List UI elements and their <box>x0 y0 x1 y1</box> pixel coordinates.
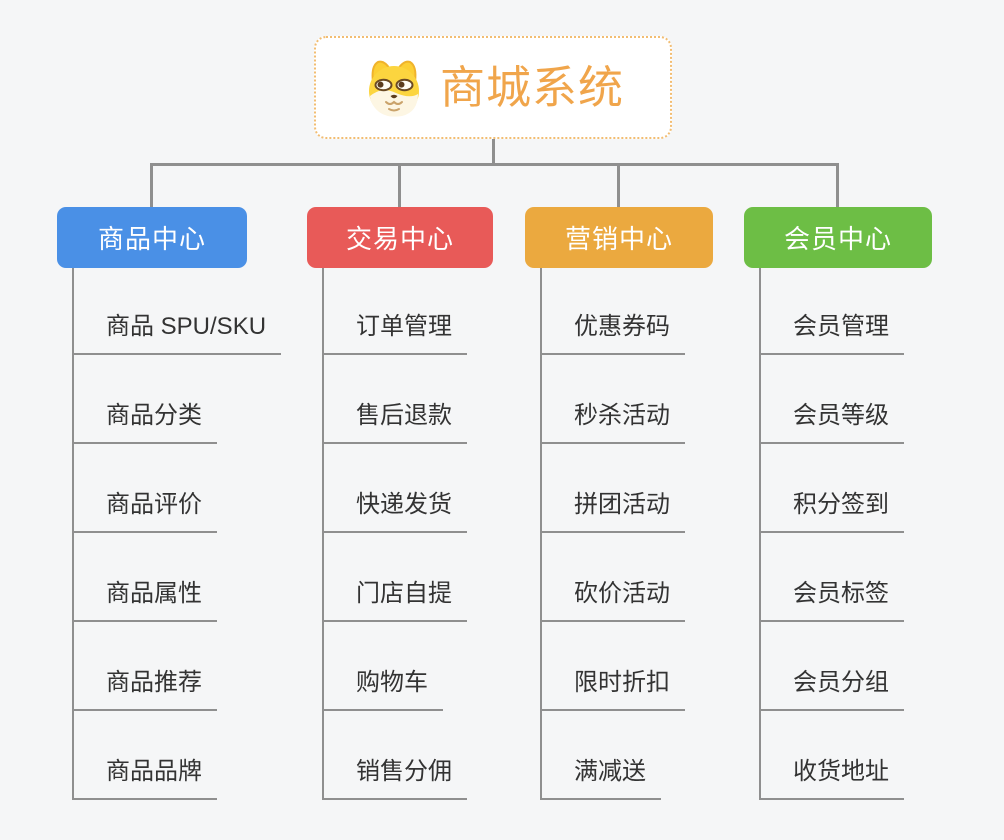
connector-root-stem <box>492 139 495 163</box>
branch-header-member-center[interactable]: 会员中心 <box>744 207 932 268</box>
leaf-node[interactable]: 会员管理 <box>759 309 904 355</box>
connector-drop-branch-4 <box>836 163 839 208</box>
leaf-node[interactable]: 会员等级 <box>759 398 904 444</box>
leaf-node[interactable]: 商品分类 <box>72 398 217 444</box>
branch-label: 营销中心 <box>564 224 673 254</box>
leaf-node[interactable]: 秒杀活动 <box>540 398 685 444</box>
branch-label: 交易中心 <box>345 224 454 254</box>
leaf-node[interactable]: 商品推荐 <box>72 665 217 711</box>
connector-drop-branch-2 <box>398 163 401 208</box>
branch-header-marketing-center[interactable]: 营销中心 <box>525 207 713 268</box>
connector-drop-branch-3 <box>617 163 620 208</box>
leaf-node[interactable]: 售后退款 <box>322 398 467 444</box>
connector-trunk-branch-3 <box>540 268 542 800</box>
branch-header-product-center[interactable]: 商品中心 <box>57 207 247 268</box>
root-title: 商城系统 <box>439 62 624 113</box>
leaf-node[interactable]: 订单管理 <box>322 309 467 355</box>
connector-horizontal-bar <box>150 163 838 166</box>
leaf-node[interactable]: 商品属性 <box>72 576 217 622</box>
leaf-node[interactable]: 拼团活动 <box>540 487 685 533</box>
leaf-node[interactable]: 限时折扣 <box>540 665 685 711</box>
leaf-node[interactable]: 购物车 <box>322 665 443 711</box>
doge-icon <box>362 56 426 120</box>
leaf-node[interactable]: 商品评价 <box>72 487 217 533</box>
leaf-node[interactable]: 商品品牌 <box>72 754 217 800</box>
leaf-node[interactable]: 商品 SPU/SKU <box>72 309 282 355</box>
connector-trunk-branch-2 <box>322 268 324 800</box>
leaf-node[interactable]: 收货地址 <box>759 754 904 800</box>
leaf-node[interactable]: 满减送 <box>540 754 661 800</box>
leaf-node[interactable]: 优惠券码 <box>540 309 685 355</box>
leaf-node[interactable]: 快递发货 <box>322 487 467 533</box>
leaf-node[interactable]: 积分签到 <box>759 487 904 533</box>
branch-label: 商品中心 <box>97 224 206 254</box>
branch-header-trade-center[interactable]: 交易中心 <box>307 207 493 268</box>
leaf-node[interactable]: 会员标签 <box>759 576 904 622</box>
root-node[interactable]: 商城系统 <box>314 36 672 139</box>
branch-label: 会员中心 <box>783 224 892 254</box>
leaf-node[interactable]: 销售分佣 <box>322 754 467 800</box>
connector-trunk-branch-4 <box>759 268 761 800</box>
leaf-node[interactable]: 门店自提 <box>322 576 467 622</box>
connector-drop-branch-1 <box>150 163 153 208</box>
leaf-node[interactable]: 砍价活动 <box>540 576 685 622</box>
leaf-node[interactable]: 会员分组 <box>759 665 904 711</box>
connector-trunk-branch-1 <box>72 268 74 800</box>
